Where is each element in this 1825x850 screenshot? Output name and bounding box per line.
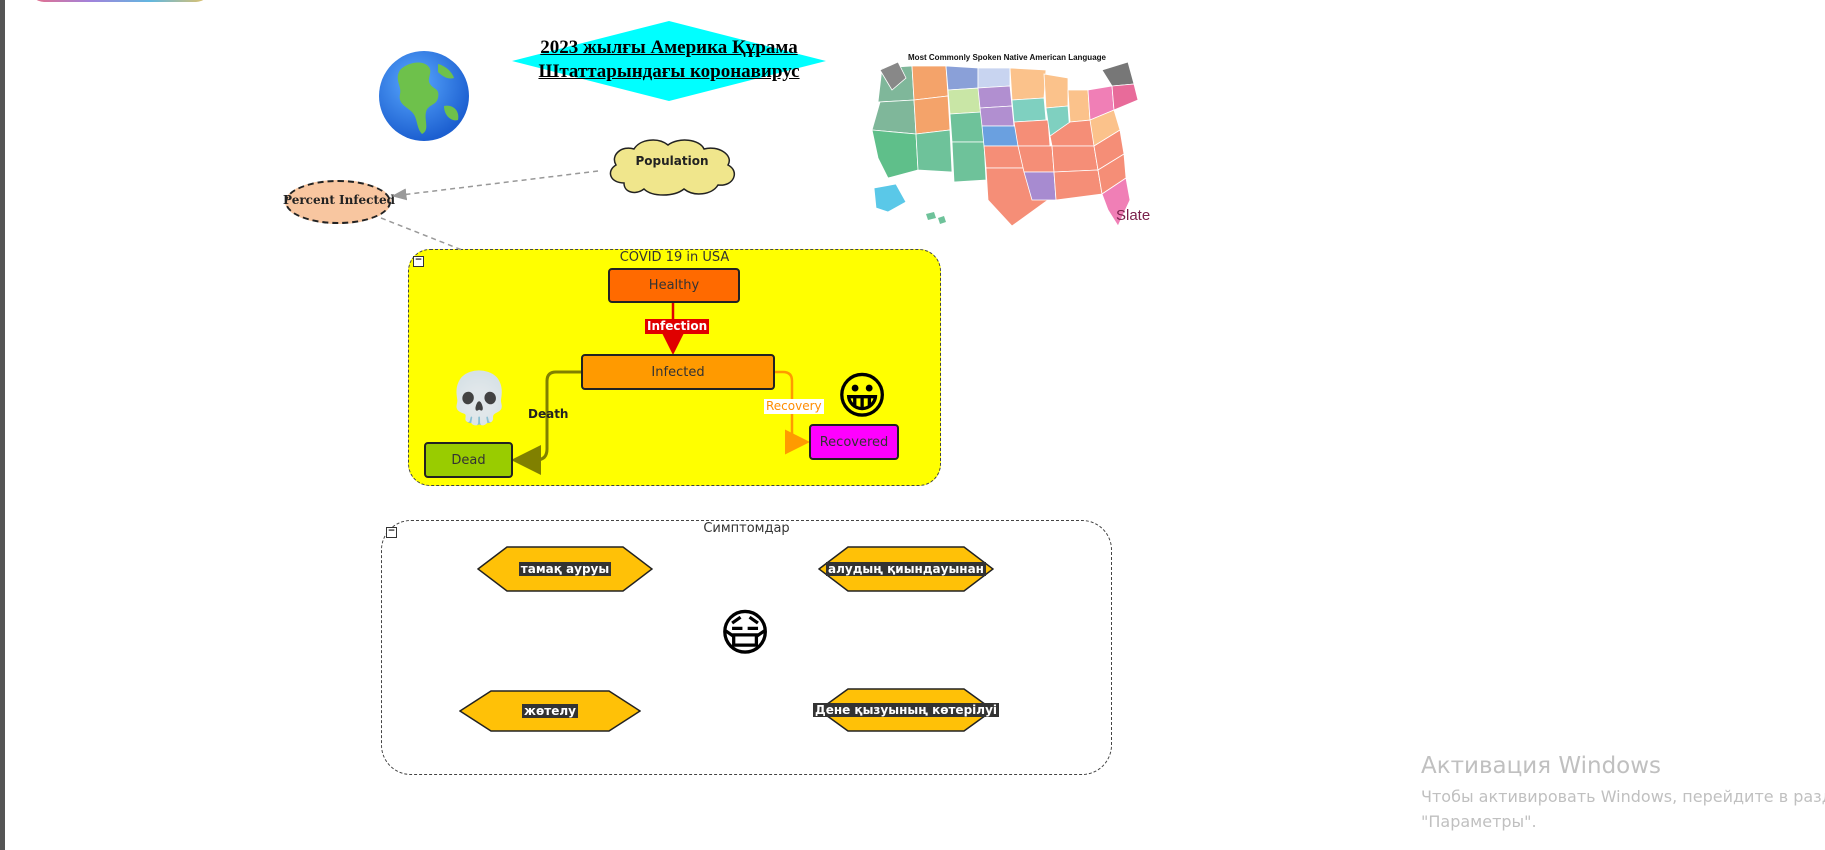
edge-percent-to-covid [380,217,463,251]
node-recovered[interactable]: Recovered [809,424,899,460]
population-label: Population [635,154,709,168]
globe-icon[interactable] [378,50,470,142]
percent-infected-label: Percent Infected [283,193,396,207]
map-title: Most Commonly Spoken Native American Lan… [908,53,1107,62]
symptom-label: Дене қызуының көтерілуі [813,703,999,717]
smiling-face-icon[interactable]: 😀 [836,367,889,425]
title-line-2: Штаттарындағы коронавирус [538,61,800,82]
symptom-sore-throat[interactable]: тамақ ауруы [477,546,653,592]
left-window-edge [0,0,5,850]
symptom-label: алудың қиындауынан [826,562,986,576]
symptom-label: жөтелу [522,704,578,718]
edge-label-infection[interactable]: Infection [645,319,710,334]
title-line-1: 2023 жылғы Америка Құрама [540,37,798,58]
windows-activation-title: Активация Windows [1421,753,1662,779]
population-cloud-shape[interactable] [602,135,742,197]
map-brand: Slate [1116,207,1150,224]
symptoms-group-collapse-button[interactable]: − [386,526,397,538]
us-native-language-map[interactable]: Most Commonly Spoken Native American Lan… [862,50,1152,235]
edge-label-recovery[interactable]: Recovery [764,399,824,414]
node-dead[interactable]: Dead [424,442,513,478]
edge-population-to-percent [391,170,599,201]
node-infected[interactable]: Infected [581,354,775,390]
windows-activation-text: Чтобы активировать Windows, перейдите в … [1421,787,1825,806]
edge-label-death[interactable]: Death [528,407,569,421]
face-with-mask-icon[interactable]: 😷 [719,604,772,662]
symptom-label: тамақ ауруы [518,562,612,576]
covid-group-title: COVID 19 in USA [619,250,730,265]
symptom-fever[interactable]: Дене қызуының көтерілуі [813,688,999,732]
top-tab-decoration [30,0,210,2]
node-healthy[interactable]: Healthy [608,268,740,303]
symptom-breathing-difficulty[interactable]: алудың қиындауынан [818,546,994,592]
percent-infected-oval[interactable] [285,180,391,224]
covid-group-collapse-button[interactable]: − [413,255,424,267]
symptoms-group-title: Симптомдар [703,521,790,536]
symptom-cough[interactable]: жөтелу [459,690,641,732]
skull-icon[interactable]: 💀 [448,369,511,427]
diagram-title[interactable]: 2023 жылғы Америка Құрама Штаттарындағы … [512,36,826,84]
title-diamond-shape[interactable] [512,21,826,101]
windows-activation-text-2: "Параметры". [1421,812,1537,831]
